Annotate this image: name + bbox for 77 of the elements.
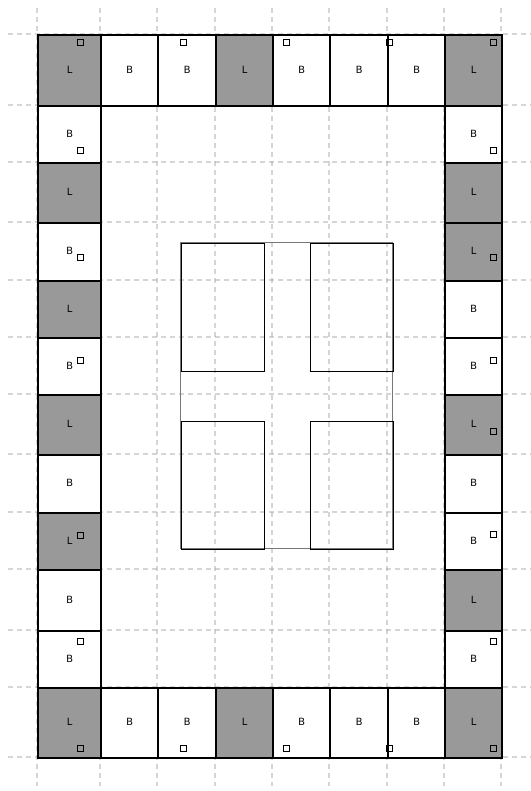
shaded-tile bbox=[444, 687, 503, 759]
rectangle-outline bbox=[180, 242, 393, 549]
tile bbox=[444, 280, 503, 339]
tile bbox=[444, 105, 503, 164]
tile-label: L bbox=[470, 420, 476, 430]
tile bbox=[100, 687, 159, 759]
tile-label: L bbox=[470, 247, 476, 257]
tile-label: B bbox=[66, 596, 73, 606]
tile bbox=[444, 630, 503, 689]
rectangle-outline bbox=[310, 243, 394, 372]
tile-label: L bbox=[66, 718, 72, 728]
tile bbox=[272, 687, 331, 759]
shaded-tile bbox=[215, 34, 274, 107]
tile-label: B bbox=[413, 718, 420, 728]
tile-label: B bbox=[126, 66, 133, 76]
tile-label: L bbox=[242, 66, 248, 76]
tile-label: B bbox=[470, 654, 477, 664]
tile bbox=[37, 105, 102, 164]
rectangle-outline bbox=[310, 421, 394, 550]
tile bbox=[37, 630, 102, 689]
rectangle-outline bbox=[181, 421, 265, 550]
tile-label: B bbox=[470, 362, 477, 372]
shaded-tile bbox=[444, 222, 503, 282]
tile-label: B bbox=[66, 130, 73, 140]
tile bbox=[37, 222, 102, 282]
tile-label: B bbox=[470, 304, 477, 314]
tile bbox=[329, 687, 389, 759]
tile bbox=[272, 34, 331, 107]
shaded-tile bbox=[444, 34, 503, 107]
shaded-tile bbox=[444, 394, 503, 456]
tile-label: B bbox=[356, 66, 362, 76]
tile-label: B bbox=[413, 66, 420, 76]
tile-label: L bbox=[470, 66, 476, 76]
tile-label: B bbox=[66, 479, 73, 489]
tile-label: L bbox=[66, 66, 72, 76]
tile-label: B bbox=[66, 654, 73, 664]
shaded-tile bbox=[37, 280, 102, 339]
tile-label: B bbox=[66, 247, 73, 257]
tile-label: B bbox=[470, 536, 477, 546]
tile-label: L bbox=[470, 188, 476, 198]
tile-label: B bbox=[66, 362, 73, 372]
tile bbox=[100, 34, 159, 107]
tile-label: B bbox=[470, 479, 477, 489]
tile bbox=[37, 569, 102, 632]
tile-label: B bbox=[184, 718, 190, 728]
tile-label: B bbox=[126, 718, 133, 728]
rectangle-outline bbox=[181, 243, 265, 372]
shaded-tile bbox=[444, 569, 503, 632]
tile-label: B bbox=[298, 718, 305, 728]
tile-label: L bbox=[66, 188, 72, 198]
shaded-tile bbox=[37, 162, 102, 224]
shaded-tile bbox=[37, 34, 102, 107]
tile bbox=[444, 337, 503, 396]
tile-label: B bbox=[184, 66, 190, 76]
tile bbox=[444, 454, 503, 514]
tile-label: L bbox=[66, 536, 72, 546]
shaded-tile bbox=[37, 687, 102, 759]
tile bbox=[37, 454, 102, 514]
shaded-tile bbox=[37, 394, 102, 456]
tile bbox=[37, 337, 102, 396]
tile bbox=[157, 687, 217, 759]
tile bbox=[329, 34, 389, 107]
tile bbox=[387, 34, 446, 107]
tile-label: L bbox=[470, 718, 476, 728]
shaded-tile bbox=[215, 687, 274, 759]
tile-label: L bbox=[242, 718, 248, 728]
tile-label: L bbox=[66, 304, 72, 314]
tile-label: B bbox=[470, 130, 477, 140]
tile-label: L bbox=[470, 596, 476, 606]
shaded-tile bbox=[37, 512, 102, 571]
shaded-tile bbox=[444, 162, 503, 224]
tile bbox=[387, 687, 446, 759]
tile bbox=[444, 512, 503, 571]
tile bbox=[157, 34, 217, 107]
tile-label: L bbox=[66, 420, 72, 430]
tile-label: B bbox=[356, 718, 362, 728]
tile-label: B bbox=[298, 66, 305, 76]
